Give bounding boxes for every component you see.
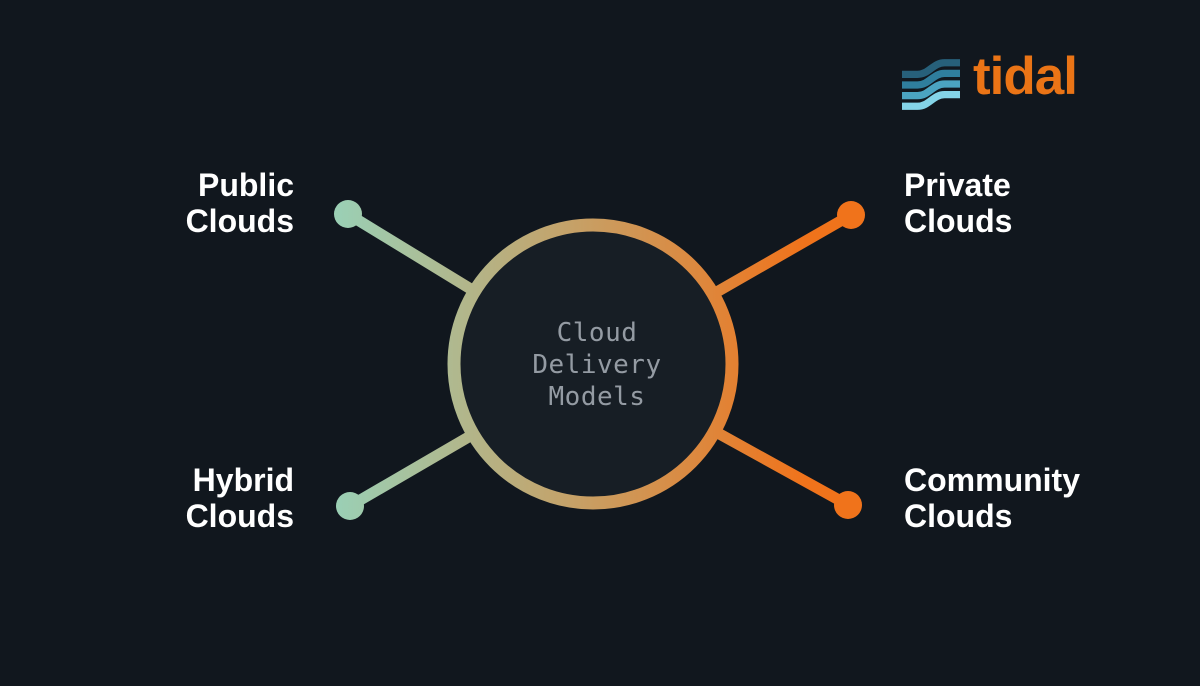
tidal-logo: tidal [902,50,1078,113]
connector-line-top-left [342,208,480,297]
node-dot-bottom-left [336,492,364,520]
center-title: Cloud Delivery Models [532,318,661,412]
center-title-line-2: Delivery [532,350,661,380]
label-community-clouds: Community Clouds [904,462,1080,534]
node-dot-top-left [334,200,362,228]
label-public-line-2: Clouds [185,203,294,239]
tidal-waves-icon [902,59,960,110]
label-private-clouds: Private Clouds [904,167,1012,239]
label-hybrid-line-2: Clouds [185,498,294,534]
label-hybrid-line-1: Hybrid [192,462,294,498]
label-community-line-1: Community [904,462,1080,498]
wave-band-2 [902,69,960,89]
label-private-line-2: Clouds [904,203,1013,239]
center-circle [447,218,739,510]
wave-band-4 [902,91,960,110]
wave-band-1 [902,59,960,78]
label-hybrid-clouds: Hybrid Clouds [186,462,294,534]
center-title-line-3: Models [549,382,646,412]
tidal-wordmark: tidal [973,47,1078,106]
label-private-line-1: Private [904,167,1011,203]
connector-line-bottom-left [344,429,478,512]
wave-band-3 [902,80,960,100]
label-public-line-1: Public [197,167,294,203]
label-public-clouds: Public Clouds [186,167,294,239]
node-dot-top-right [837,201,865,229]
label-community-line-2: Clouds [904,498,1013,534]
connector-line-top-right [709,209,857,299]
node-dot-bottom-right [834,491,862,519]
center-title-line-1: Cloud [557,318,638,348]
connector-line-bottom-right [710,426,854,511]
